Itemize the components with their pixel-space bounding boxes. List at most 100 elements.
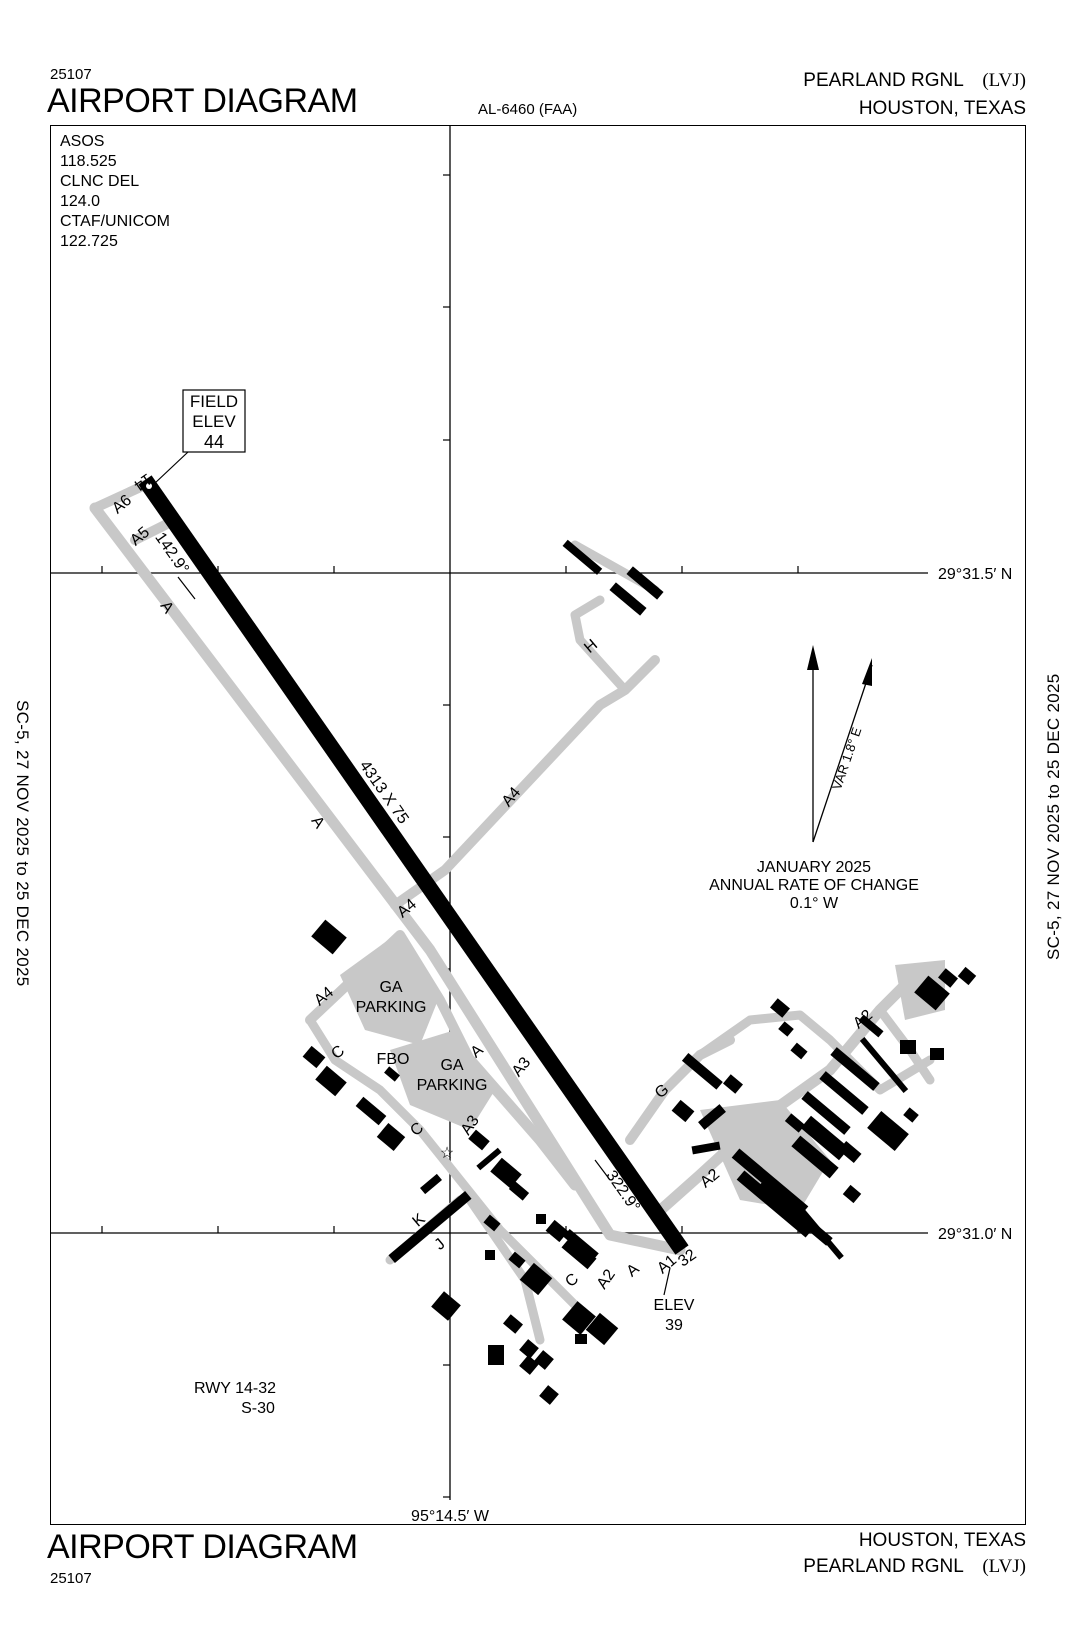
t-hangar: [800, 1115, 850, 1161]
field-elev-label-2: ELEV: [192, 412, 236, 431]
runway-elev-value: 39: [665, 1317, 683, 1334]
city-state-top: HOUSTON, TEXAS: [858, 98, 1026, 119]
area-labels: GA PARKING FBO GA PARKING: [356, 979, 488, 1094]
hangar-east: [830, 1047, 880, 1091]
building: [519, 1262, 553, 1296]
magnetic-variation-label: VAR 1.8° E: [829, 725, 864, 792]
comm-label-asos: ASOS: [60, 133, 105, 150]
hangar-east: [819, 1071, 869, 1115]
building: [784, 1113, 806, 1133]
diagram-frame: [50, 125, 1026, 1525]
procedure-number-top: 25107: [50, 66, 92, 83]
building: [691, 1141, 721, 1155]
city-state-bottom: HOUSTON, TEXAS: [858, 1530, 1026, 1551]
building: [914, 975, 950, 1011]
building: [376, 1123, 406, 1151]
building: [536, 1214, 546, 1224]
building: [585, 1312, 619, 1346]
north-arrows: VAR 1.8° E: [807, 645, 873, 843]
building: [723, 1074, 743, 1094]
airport-name-bottom: PEARLAND RGNL (LVJ): [803, 1556, 1026, 1578]
taxiway-label-a4-west: A4: [311, 984, 337, 1010]
latitude-label-top: 29°31.5′ N: [938, 566, 1012, 583]
taxiway-a: [89, 502, 686, 1256]
al-number: AL-6460 (FAA): [478, 101, 578, 118]
building: [671, 1099, 695, 1123]
taxiway-a4: [390, 655, 660, 910]
true-north-icon: [807, 645, 819, 670]
hangar-east: [801, 1091, 851, 1135]
hangar-north: [562, 539, 603, 575]
building: [930, 1048, 944, 1060]
taxiway-label-a-south: A: [624, 1260, 643, 1280]
runway-14-32: [138, 475, 689, 1255]
building: [485, 1250, 495, 1260]
ga-parking-apron-1: [340, 935, 440, 1045]
ga-parking-2-line2: PARKING: [417, 1077, 488, 1094]
taxiway-c: [415, 1125, 585, 1315]
ga-parking-1-line1: GA: [379, 979, 402, 996]
building: [315, 1065, 347, 1097]
building: [698, 1104, 726, 1130]
taxiway-a2: [649, 969, 921, 1221]
building: [519, 1355, 539, 1375]
beacon-icon: ☆: [440, 1145, 454, 1162]
runway-name: RWY 14-32: [194, 1380, 276, 1397]
runway-elev-label: ELEV: [654, 1297, 695, 1314]
building: [545, 1219, 569, 1243]
hangar-east: [859, 1037, 909, 1093]
building: [488, 1345, 504, 1365]
magnetic-rate-label: ANNUAL RATE OF CHANGE: [709, 877, 919, 894]
t-hangar: [791, 1135, 839, 1179]
building: [563, 1228, 599, 1262]
building: [903, 1107, 919, 1123]
taxiway-h: [570, 595, 630, 695]
t-hangar: [736, 1170, 814, 1238]
graticule: [50, 125, 928, 1500]
field-elev-value: 44: [204, 432, 224, 452]
building: [900, 1040, 916, 1054]
building: [384, 1066, 400, 1082]
latitude-label-bottom: 29°31.0′ N: [938, 1226, 1012, 1243]
heading-arrow-142: [177, 576, 196, 600]
airport-name-footer: PEARLAND RGNL: [803, 1556, 964, 1577]
building: [561, 1236, 597, 1270]
building: [490, 1157, 522, 1189]
building: [503, 1314, 523, 1334]
apron-east-taxi: [695, 1010, 935, 1095]
t-hangar: [731, 1148, 809, 1216]
buildings: [302, 539, 977, 1405]
building: [770, 998, 790, 1018]
field-elev-label-1: FIELD: [190, 392, 238, 411]
field-elev-leader: [153, 451, 189, 485]
airport-name: PEARLAND RGNL: [803, 70, 964, 91]
building: [562, 1301, 596, 1335]
page-title-top: AIRPORT DIAGRAM: [47, 82, 358, 120]
magnetic-rate-value: 0.1° W: [790, 895, 839, 912]
t-hangar: [794, 1202, 844, 1260]
building: [508, 1181, 530, 1201]
taxiway-label-c-south: C: [562, 1270, 582, 1290]
field-elev-box: [182, 389, 246, 453]
page-title-bottom: AIRPORT DIAGRAM: [47, 1528, 358, 1566]
magnetic-info: JANUARY 2025 ANNUAL RATE OF CHANGE 0.1° …: [709, 859, 919, 912]
building: [938, 968, 958, 988]
fbo-label: FBO: [377, 1051, 410, 1068]
building: [858, 1014, 884, 1038]
building: [508, 1251, 526, 1269]
building: [842, 1184, 862, 1204]
building: [575, 1334, 587, 1344]
building: [468, 1129, 490, 1151]
hangar-north: [609, 582, 647, 616]
building: [431, 1291, 461, 1321]
building: [476, 1147, 502, 1171]
hangar-east: [681, 1053, 723, 1090]
communications-block: ASOS 118.525 CLNC DEL 124.0 CTAF/UNICOM …: [60, 132, 170, 252]
building: [420, 1173, 442, 1195]
building: [838, 1140, 862, 1164]
building: [534, 1350, 554, 1370]
building: [957, 966, 977, 986]
comm-freq-ctaf: 122.725: [60, 233, 118, 250]
building: [483, 1214, 501, 1232]
